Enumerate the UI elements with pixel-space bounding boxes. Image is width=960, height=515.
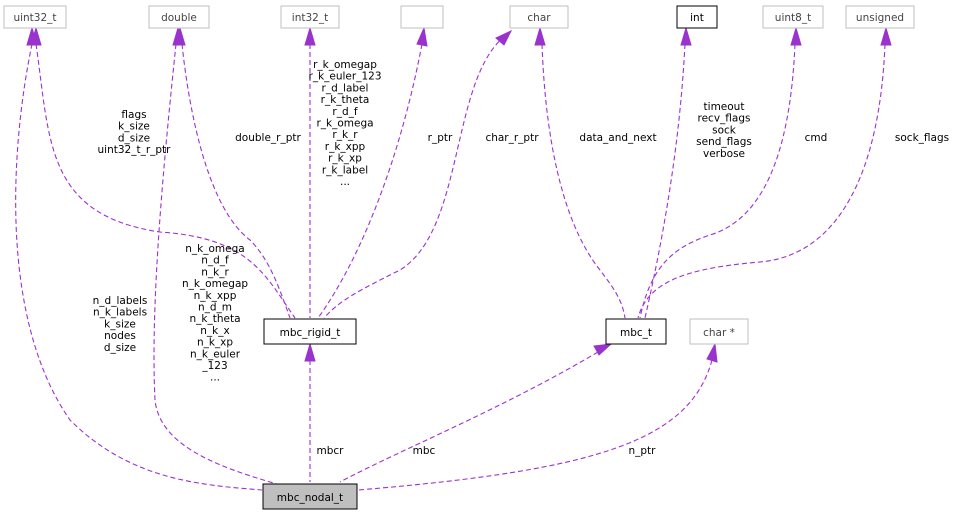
edge-uint32-to-nodal — [15, 26, 263, 491]
svg-text:char: char — [527, 12, 551, 24]
edge-label-uint32_nodal-1: n_k_labels — [93, 307, 147, 319]
edge-label-int_mbc-2: sock — [712, 124, 737, 136]
edge-label-int_mbc-4: verbose — [703, 148, 745, 160]
node-unsigned[interactable]: unsigned — [845, 5, 915, 29]
edge-label-int32_rigid-9: r_k_label — [322, 164, 368, 176]
edge-label-uint32_nodal-2: k_size — [104, 318, 136, 330]
edge-label-double_nodal-9: n_k_euler — [190, 348, 241, 360]
labels-uint8-mbc: cmd — [805, 132, 828, 144]
node-empty[interactable] — [400, 5, 444, 29]
edge-rigid-to-nodal — [304, 342, 316, 482]
edge-label-int32_rigid-7: r_k_xpp — [325, 141, 366, 153]
svg-text:mbc_t: mbc_t — [620, 327, 652, 339]
edge-label-double_nodal-6: n_k_theta — [189, 313, 240, 325]
edge-label-double_nodal-2: n_k_r — [201, 266, 229, 278]
edge-label-mbc_nodal-0: mbc — [413, 445, 436, 457]
node-uint8_t[interactable]: uint8_t — [762, 5, 824, 29]
edge-char-to-rigid — [323, 29, 513, 319]
edge-label-double_nodal-11: ... — [210, 372, 220, 384]
edge-label-double_nodal-4: n_k_xpp — [194, 290, 237, 302]
edge-label-int32_rigid-3: r_k_theta — [321, 94, 370, 106]
edge-int32-to-rigid — [304, 26, 316, 318]
edge-label-int_mbc-3: send_flags — [696, 136, 752, 148]
edge-label-double_nodal-0: n_k_omega — [185, 243, 244, 255]
labels-char-rigid: char_r_ptr — [485, 132, 539, 144]
node-int[interactable]: int — [676, 5, 718, 29]
labels-double-rigid: double_r_ptr — [235, 132, 301, 144]
edge-label-int_mbc-0: timeout — [704, 101, 745, 113]
edge-label-uint32_rigid-2: d_size — [118, 132, 150, 144]
edge-label-int32_rigid-0: r_k_omegap — [313, 59, 377, 71]
edge-double-to-rigid — [174, 26, 291, 319]
labels-rigid-nodal: mbcr — [317, 445, 345, 457]
svg-text:mbc_nodal_t: mbc_nodal_t — [277, 492, 343, 504]
node-mbc_t[interactable]: mbc_t — [605, 318, 667, 345]
edge-label-uint32_nodal-0: n_d_labels — [93, 295, 148, 307]
edge-label-uint32_rigid-0: flags — [121, 109, 146, 121]
edge-label-char_mbc-0: data_and_next — [579, 132, 656, 144]
edge-label-uint32_nodal-4: d_size — [104, 342, 136, 354]
edge-mbc-to-nodal — [339, 343, 613, 483]
edge-label-int32_rigid-5: r_k_omega — [316, 118, 373, 130]
edge-unsigned-to-mbc — [637, 26, 892, 319]
edge-label-uint32_rigid-1: k_size — [118, 121, 150, 133]
edge-label-empty_rigid-0: r_ptr — [428, 132, 453, 144]
edge-label-uint32_nodal-3: nodes — [104, 330, 136, 342]
edge-int-to-mbc — [644, 26, 692, 319]
edge-charptr-to-nodal — [357, 342, 718, 491]
edge-label-double_nodal-10: _123 — [201, 360, 227, 372]
svg-text:char *: char * — [703, 327, 735, 339]
labels-empty-rigid: r_ptr — [428, 132, 453, 144]
edge-label-double_nodal-8: n_k_xp — [197, 337, 233, 349]
labels-unsigned-mbc: sock_flags — [895, 132, 949, 144]
edge-empty-to-rigid — [317, 26, 428, 319]
edge-label-int32_rigid-8: r_k_xp — [328, 153, 362, 165]
edge-label-rigid_nodal-0: mbcr — [317, 445, 345, 457]
svg-text:double: double — [161, 12, 197, 24]
edge-label-double_rigid-0: double_r_ptr — [235, 132, 301, 144]
node-mbc_nodal_t[interactable]: mbc_nodal_t — [262, 483, 358, 510]
edge-label-int32_rigid-4: r_d_f — [332, 106, 357, 118]
edge-double-to-nodal — [153, 26, 281, 486]
edge-label-int32_rigid-1: r_k_euler_123 — [309, 71, 382, 83]
edge-label-int32_rigid-2: r_d_label — [322, 82, 369, 94]
labels-int32-rigid: r_k_omegapr_k_euler_123r_d_labelr_k_thet… — [309, 59, 382, 188]
node-uint32_t[interactable]: uint32_t — [3, 5, 67, 29]
edge-label-double_nodal-1: n_d_f — [201, 255, 229, 267]
svg-text:uint8_t: uint8_t — [775, 12, 811, 24]
node-int32_t[interactable]: int32_t — [280, 5, 340, 29]
edge-label-int_mbc-1: recv_flags — [698, 113, 751, 125]
edge-label-int32_rigid-6: r_k_r — [332, 129, 358, 141]
svg-text:uint32_t: uint32_t — [13, 12, 56, 24]
labels-charptr-nodal: n_ptr — [628, 445, 656, 457]
labels-mbc-nodal: mbc — [413, 445, 436, 457]
node-char_ptr[interactable]: char * — [689, 318, 749, 345]
edge-label-int32_rigid-10: ... — [340, 176, 350, 188]
edge-label-uint8_mbc-0: cmd — [805, 132, 828, 144]
svg-text:mbc_rigid_t: mbc_rigid_t — [280, 327, 341, 339]
edge-char-to-mbc — [534, 26, 626, 319]
edge-label-double_nodal-5: n_d_m — [198, 302, 232, 314]
edge-label-char_rigid-0: char_r_ptr — [485, 132, 539, 144]
labels-double-nodal: n_k_omegan_d_fn_k_rn_k_omegapn_k_xppn_d_… — [182, 243, 248, 384]
edge-label-unsigned_mbc-0: sock_flags — [895, 132, 949, 144]
edge-label-charptr_nodal-0: n_ptr — [628, 445, 656, 457]
labels-char-mbc: data_and_next — [579, 132, 656, 144]
svg-text:int32_t: int32_t — [292, 12, 328, 24]
svg-text:int: int — [690, 12, 704, 24]
node-mbc_rigid_t[interactable]: mbc_rigid_t — [263, 318, 357, 345]
node-char[interactable]: char — [509, 5, 569, 29]
edge-label-double_nodal-3: n_k_omegap — [182, 278, 248, 290]
edge-uint8-to-mbc — [639, 26, 802, 319]
svg-text:unsigned: unsigned — [856, 12, 904, 24]
edge-label-uint32_rigid-3: uint32_t_r_ptr — [98, 144, 172, 156]
edge-label-double_nodal-7: n_k_x — [200, 325, 229, 337]
node-double[interactable]: double — [148, 5, 210, 29]
